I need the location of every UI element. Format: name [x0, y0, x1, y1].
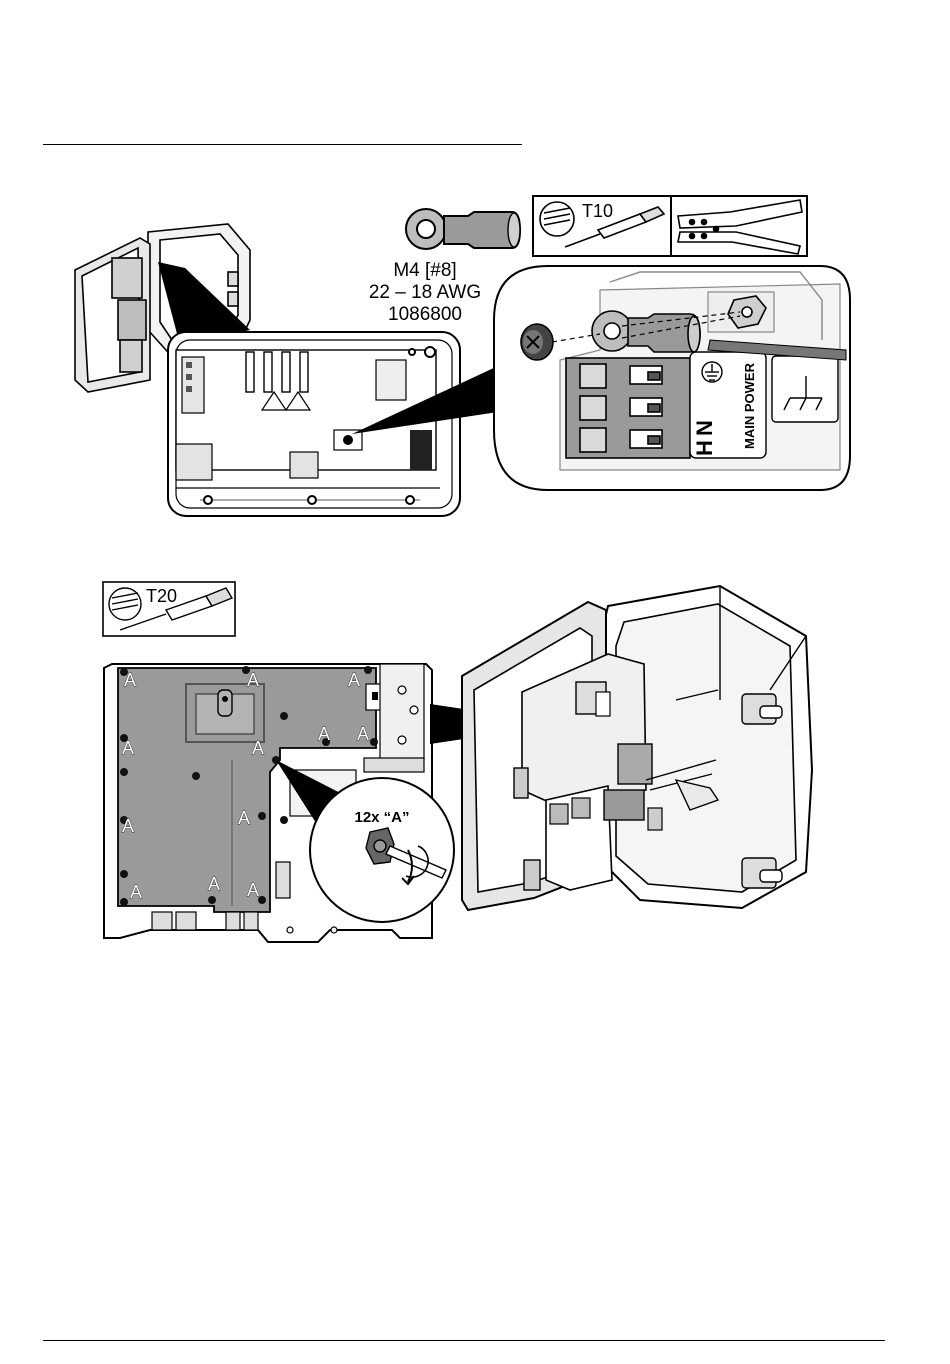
screw-marker-a: A [122, 738, 134, 758]
screw-removal-detail-callout: 12x “A” [310, 778, 454, 922]
terminal-block [566, 358, 690, 458]
terminal-n-label: N [692, 420, 717, 436]
zoom-callout-wedge-3 [276, 760, 350, 826]
screw-marker-a: A [348, 670, 360, 690]
zoom-callout-wedge-4 [430, 704, 564, 744]
chassis-ground-icon [772, 356, 838, 422]
screwdriver-icon-t20 [120, 588, 232, 630]
terminal-h-label: H [692, 440, 717, 456]
ring-terminal-icon [406, 209, 520, 249]
ground-terminal-detail-callout: H N MAIN POWER [494, 266, 850, 490]
enclosure-open-illustration [462, 586, 812, 910]
main-power-label: MAIN POWER [742, 362, 757, 449]
t20-driver-label: T20 [146, 586, 177, 606]
screw-marker-a: A [122, 816, 134, 836]
screw-marker-a: A [247, 670, 259, 690]
screw-size-label: M4 [#8] [393, 260, 456, 281]
section-divider-bottom [43, 1340, 885, 1341]
torx-bit-icon [540, 202, 574, 236]
screw-count-callout: 12x “A” [354, 809, 409, 826]
part-number-label: 1086800 [388, 304, 462, 325]
power-label-panel: H N MAIN POWER [690, 352, 766, 458]
wire-gauge-label: 22 – 18 AWG [369, 282, 481, 303]
screw-marker-a: A [130, 882, 142, 902]
screw-marker-a: A [252, 738, 264, 758]
panel-screw-heads [120, 666, 378, 906]
ground-wire-installation-diagram: M4 [#8] 22 – 18 AWG 1086800 T10 [0, 0, 950, 560]
screw-marker-a: A [208, 874, 220, 894]
screw-marker-a: A [357, 724, 369, 744]
screw-marker-a: A [124, 670, 136, 690]
front-panel-with-screws: A A A A A A A A A A A A [104, 664, 432, 942]
t20-tool-box: T20 [103, 582, 235, 636]
m4-screw-icon [521, 324, 553, 360]
screw-markers-a: A A A A A A A A A A A A [122, 670, 369, 902]
torx-bit-icon-t20 [109, 588, 141, 620]
screw-marker-a: A [247, 880, 259, 900]
required-tools-box: T10 [533, 196, 807, 256]
screw-marker-a: A [318, 724, 330, 744]
t10-driver-label: T10 [582, 201, 613, 221]
screw-marker-a: A [238, 808, 250, 828]
